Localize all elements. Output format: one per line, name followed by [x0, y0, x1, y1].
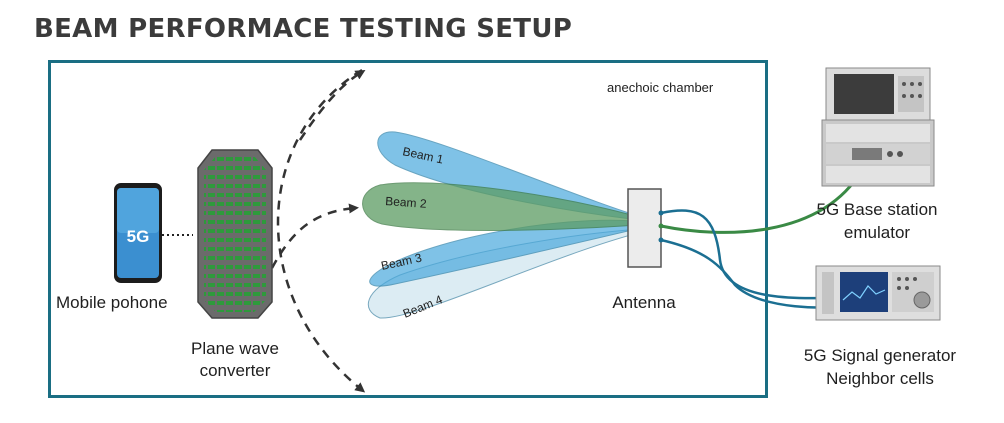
- antenna-label: Antenna: [612, 293, 676, 312]
- converter-label-line1: Plane wave: [191, 339, 279, 358]
- signal-generator-icon: [815, 265, 941, 321]
- phone-label: Mobile pohone: [56, 293, 168, 312]
- smartphone-icon: 5G: [114, 183, 162, 283]
- wave-arc-arrow-top: [298, 69, 366, 141]
- chamber-label: anechoic chamber: [607, 80, 714, 95]
- base-station-label-line2: emulator: [843, 223, 911, 242]
- rack-equipment-icon: [821, 67, 935, 187]
- converter-array-icon: [197, 149, 273, 319]
- antenna-icon: [627, 188, 664, 268]
- beam-2: [362, 182, 659, 231]
- cable-to-base-station: [660, 169, 864, 234]
- page-title: BEAM PERFORMACE TESTING SETUP: [34, 14, 573, 44]
- converter-label-line2: converter: [199, 361, 271, 380]
- wave-arc-dashed: [276, 68, 366, 393]
- wave-arrow-to-beams: [270, 203, 359, 269]
- cable-to-generator-1: [660, 209, 851, 300]
- signal-generator-label-line1: 5G Signal generator: [803, 346, 957, 365]
- beam-2-label: Beam 2: [385, 194, 428, 211]
- phone-screen-5g: 5G: [127, 227, 150, 246]
- signal-generator-label-line2: Neighbor cells: [826, 369, 934, 388]
- base-station-label-line1: 5G Base station: [816, 200, 938, 219]
